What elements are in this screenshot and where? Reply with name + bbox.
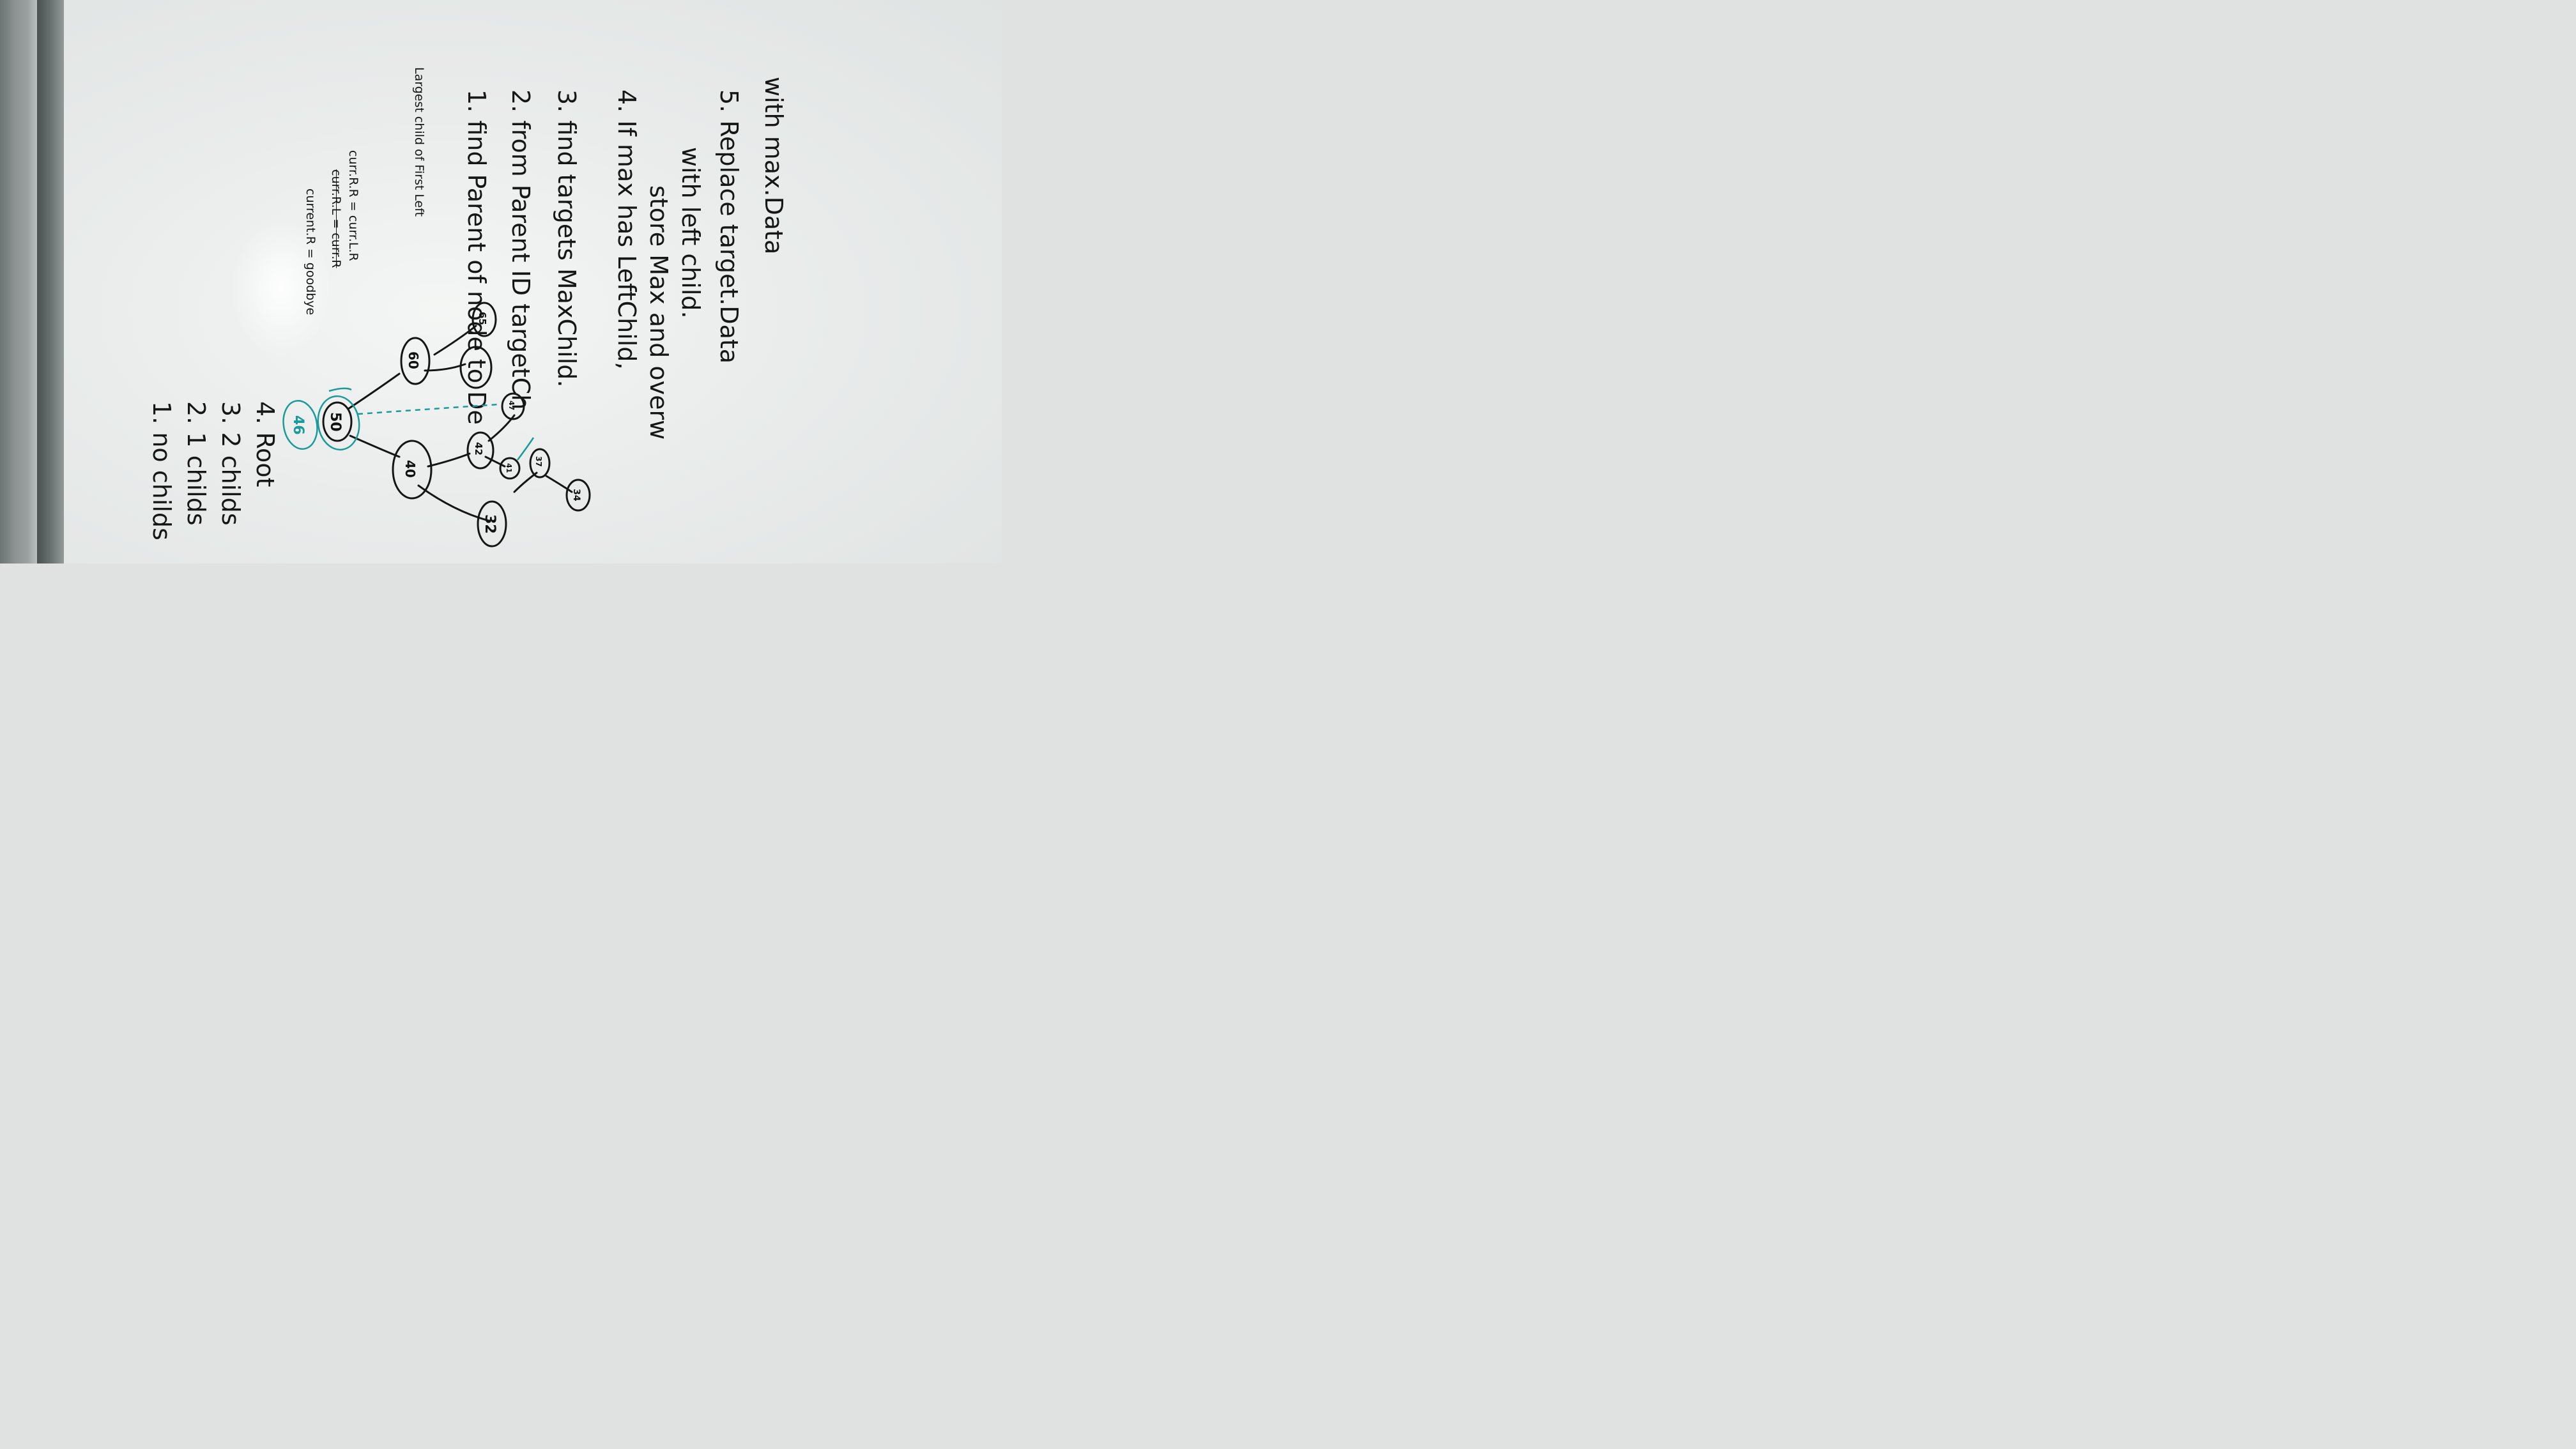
edge-42-47 — [487, 414, 516, 442]
node-65 — [471, 302, 497, 337]
node-label: 42 — [473, 442, 484, 456]
node-60 — [400, 337, 431, 385]
node-40 — [392, 440, 433, 500]
edge-root-60 — [347, 372, 401, 410]
binary-tree-diagram: 46 50 60 65 40 42 47 41 37 34 32 — [282, 302, 591, 548]
teal-stroke — [516, 437, 535, 461]
whiteboard-surface — [64, 0, 1002, 564]
node-label: 47 — [507, 401, 516, 410]
node-37 — [529, 448, 551, 479]
node-47 — [501, 392, 525, 420]
node-label: 60 — [406, 351, 421, 369]
node-41 — [499, 457, 521, 480]
node-label: 37 — [534, 456, 543, 467]
edge-37-34 — [545, 475, 573, 493]
teal-node-outline — [282, 400, 318, 450]
teal-root-outline — [317, 395, 360, 451]
teal-dashed-link — [357, 403, 499, 415]
node-label: 34 — [571, 489, 581, 502]
node-34 — [565, 479, 591, 512]
edge-40-42 — [427, 452, 471, 468]
node-label: 40 — [402, 460, 418, 478]
light-glare — [230, 217, 332, 358]
node-label: 65 — [477, 312, 488, 325]
node-42 — [466, 431, 494, 470]
node-label: 41 — [505, 463, 513, 473]
node-empty — [459, 346, 493, 389]
node-32 — [477, 500, 507, 548]
edge-60-empty — [424, 363, 466, 372]
node-label-replacement: 46 — [290, 415, 306, 435]
node-root — [322, 401, 353, 442]
teal-stroke — [328, 387, 352, 392]
edge-40-32 — [417, 484, 490, 522]
edge-root-40 — [349, 434, 401, 458]
node-label: 32 — [482, 514, 498, 534]
node-label: 50 — [327, 412, 343, 432]
whiteboard-frame — [0, 0, 38, 564]
edge-42-41 — [484, 456, 506, 468]
edge-60-65 — [433, 325, 477, 356]
